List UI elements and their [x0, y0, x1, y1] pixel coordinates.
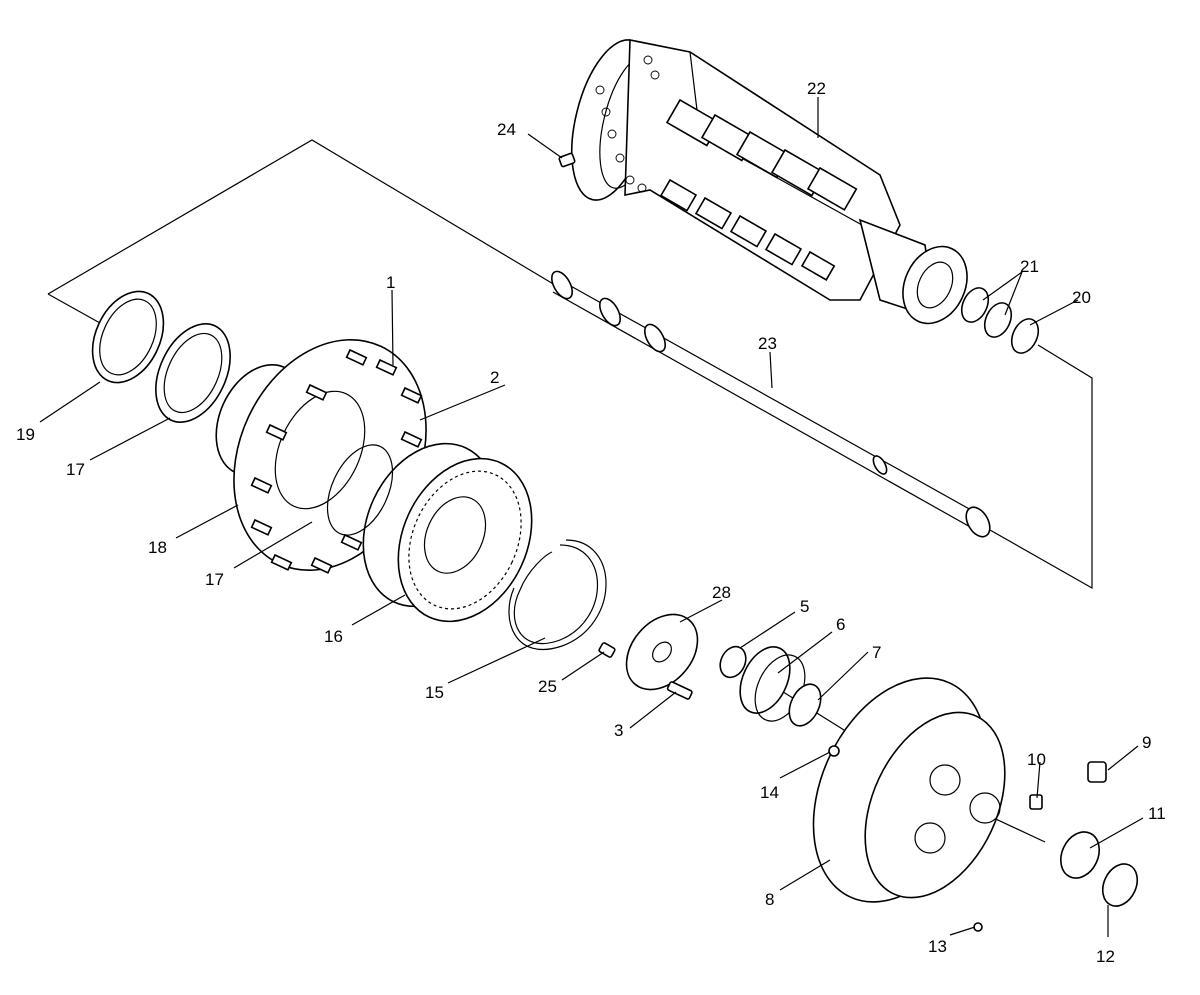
part-10-bolt	[1029, 794, 1043, 810]
callout-13: 13	[928, 937, 947, 956]
part-14-pin	[828, 745, 840, 757]
callout-23: 23	[758, 334, 777, 353]
callout-labels: 1 2 3 5 6 7 8 9 10 11 12 13 14 15 16 17 …	[16, 79, 1166, 966]
callout-25: 25	[538, 677, 557, 696]
callout-16: 16	[324, 627, 343, 646]
callout-9: 9	[1142, 733, 1151, 752]
callout-17b: 17	[66, 460, 85, 479]
callout-28: 28	[712, 583, 731, 602]
housing-flange-holes	[595, 55, 660, 193]
callout-2: 2	[490, 368, 499, 387]
callout-1: 1	[386, 273, 395, 292]
shaft-spline-rings	[550, 270, 991, 538]
callout-17a: 17	[205, 570, 224, 589]
part-22-axle-housing	[571, 39, 968, 325]
callout-20: 20	[1072, 288, 1091, 307]
part-25-screw	[598, 642, 616, 658]
housing-ribs	[659, 98, 858, 281]
hub-studs	[250, 348, 423, 574]
part-24-bolt	[558, 152, 576, 168]
part-17-bearing-cup	[155, 323, 231, 423]
part-21-bearings	[960, 287, 1013, 338]
part-13-screw	[973, 922, 983, 932]
callout-7: 7	[872, 643, 881, 662]
part-3-bolt	[666, 681, 693, 700]
part-28-thrust-washer	[625, 613, 699, 691]
part-9-plug	[1087, 761, 1107, 783]
callout-15: 15	[425, 683, 444, 702]
callout-19: 19	[16, 425, 35, 444]
part-23-drive-shaft	[550, 270, 991, 538]
part-18-wheel-hub	[215, 338, 427, 574]
callout-5: 5	[800, 597, 809, 616]
part-7-planet-gear	[788, 683, 822, 727]
leader-lines	[39, 97, 1144, 937]
part-11-drain-plug	[1059, 831, 1101, 879]
part-20-spacer	[1010, 318, 1040, 354]
callout-10: 10	[1027, 750, 1046, 769]
callout-24: 24	[497, 120, 516, 139]
callout-3: 3	[614, 721, 623, 740]
part-8-planet-carrier	[812, 677, 1006, 903]
callout-6: 6	[836, 615, 845, 634]
callout-18: 18	[148, 538, 167, 557]
part-12-o-ring	[1101, 863, 1139, 907]
callout-8: 8	[765, 890, 774, 909]
callout-21: 21	[1020, 257, 1039, 276]
part-19-seal	[91, 290, 165, 384]
callout-22: 22	[807, 79, 826, 98]
callout-12: 12	[1096, 947, 1115, 966]
callout-11: 11	[1148, 804, 1166, 823]
part-15-snap-ring	[508, 539, 607, 651]
part-16-ring-gear	[326, 442, 533, 623]
callout-14: 14	[760, 783, 779, 802]
